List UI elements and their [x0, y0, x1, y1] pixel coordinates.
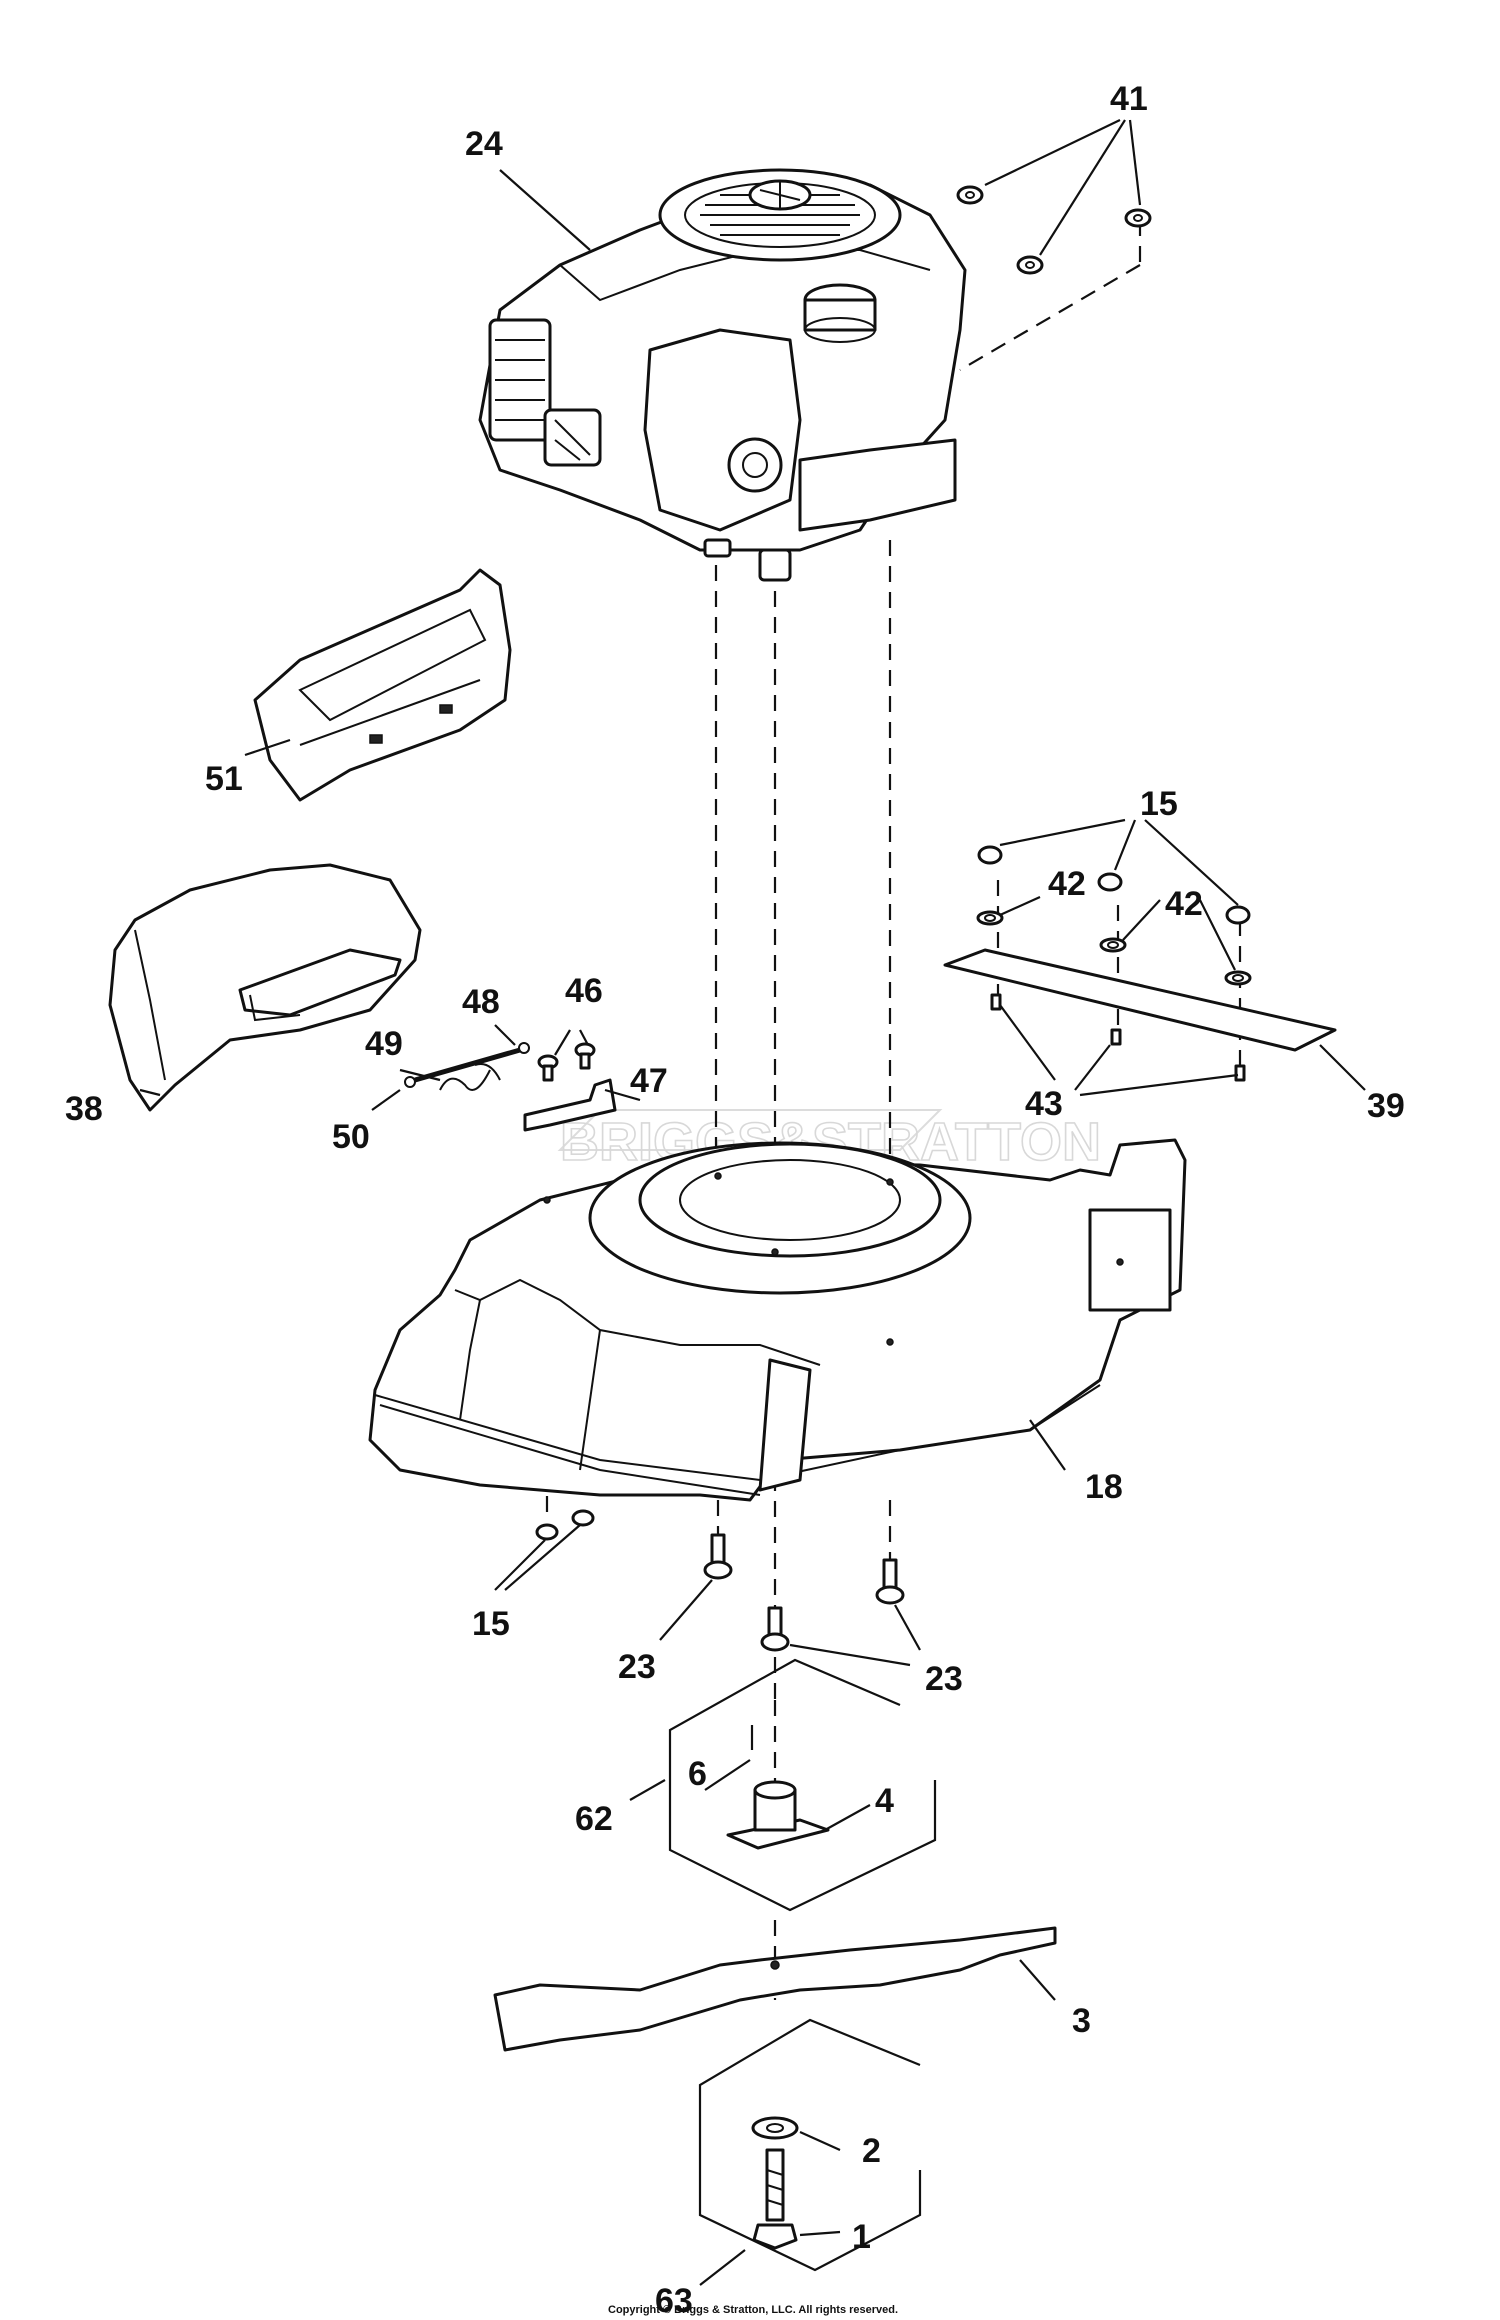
kit-part-62 [668, 1658, 937, 1912]
callout-42-left: 42 [1048, 865, 1086, 903]
blade-part-3 [493, 1926, 1057, 2052]
nuts-part-15-lower [535, 1509, 595, 1541]
flap-part-38 [108, 863, 422, 1112]
callout-42-right: 42 [1165, 885, 1203, 923]
callout-18: 18 [1085, 1468, 1123, 1506]
callout-46: 46 [565, 972, 603, 1010]
hinge-parts-48-49-50 [404, 1042, 530, 1091]
callout-24: 24 [465, 125, 503, 163]
callout-23-right: 23 [925, 1660, 963, 1698]
deck-part-18 [368, 1138, 1187, 1502]
engine-part-24 [478, 168, 967, 582]
callout-47: 47 [630, 1062, 668, 1100]
callout-15-lower: 15 [472, 1605, 510, 1643]
nuts-part-15-upper [977, 845, 1251, 925]
callout-63: 63 [655, 2282, 693, 2320]
nuts-part-41 [956, 185, 1152, 275]
callout-48: 48 [462, 983, 500, 1021]
callout-6: 6 [688, 1755, 707, 1793]
callout-41: 41 [1110, 80, 1148, 118]
callout-51: 51 [205, 760, 243, 798]
callout-49: 49 [365, 1025, 403, 1063]
bolts-part-23 [703, 1533, 905, 1652]
callout-38: 38 [65, 1090, 103, 1128]
cover-part-51 [253, 568, 512, 802]
kit-part-63 [698, 2018, 922, 2272]
callout-62: 62 [575, 1800, 613, 1838]
washers-part-42 [976, 910, 1252, 986]
callout-4: 4 [875, 1782, 894, 1820]
callout-1: 1 [852, 2218, 871, 2256]
bolts-part-43 [990, 993, 1246, 1082]
plate-part-39 [943, 948, 1337, 1052]
callout-labels: 24 41 51 38 15 42 42 43 39 46 48 47 49 5… [65, 80, 1405, 2320]
callout-23-left: 23 [618, 1648, 656, 1686]
callout-39: 39 [1367, 1087, 1405, 1125]
bracket-part-47 [523, 1078, 617, 1132]
bolts-part-46 [537, 1042, 596, 1082]
callout-15-upper: 15 [1140, 785, 1178, 823]
leader-lines [139, 119, 1366, 2286]
callout-2: 2 [862, 2132, 881, 2170]
callout-50: 50 [332, 1118, 370, 1156]
copyright-notice: Copyright © Briggs & Stratton, LLC. All … [608, 2304, 898, 2316]
callout-43: 43 [1025, 1085, 1063, 1123]
callout-3: 3 [1072, 2002, 1091, 2040]
